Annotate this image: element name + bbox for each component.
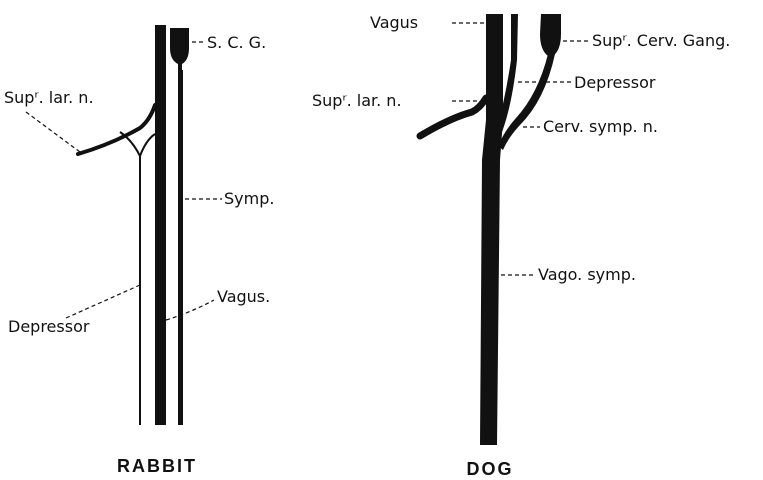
dog-sup-lar-nerve [420,98,486,136]
rabbit-scg-ganglion [170,28,189,72]
rabbit-depressor-label: Depressor [8,317,90,336]
rabbit-symp-label: Symp. [224,189,274,208]
rabbit-sympathetic-nerve [178,70,183,425]
dog-sup-lar-label: Supʳ. lar. n. [312,91,402,110]
rabbit-depressor-nerve [120,132,140,425]
rabbit-caption: RABBIT [117,456,197,476]
rabbit-vagus-leader [166,300,214,320]
dog-cerv-symp-label: Cerv. symp. n. [543,117,658,136]
rabbit-vagus-label: Vagus. [217,287,270,306]
rabbit-sup-lar-leader [26,112,80,152]
rabbit-depressor-root [140,134,155,156]
dog-depressor-label: Depressor [574,73,656,92]
rabbit-scg-label: S. C. G. [207,33,266,52]
dog-diagram: Vagus Supʳ. Cerv. Gang. Depressor Supʳ. … [312,13,730,479]
dog-caption: DOG [466,459,513,479]
rabbit-sup-lar-label: Supʳ. lar. n. [4,88,94,107]
dog-vago-symp-label: Vago. symp. [538,265,636,284]
rabbit-vagus-nerve [155,25,166,425]
rabbit-diagram: S. C. G. Supʳ. lar. n. Symp. Vagus. Depr… [4,25,274,476]
dog-sup-cerv-gang-label: Supʳ. Cerv. Gang. [592,31,730,50]
rabbit-depressor-leader [66,285,140,318]
dog-vagus-nerve [480,14,503,445]
dog-scg-ganglion [540,14,561,56]
dog-vagus-label: Vagus [370,13,418,32]
